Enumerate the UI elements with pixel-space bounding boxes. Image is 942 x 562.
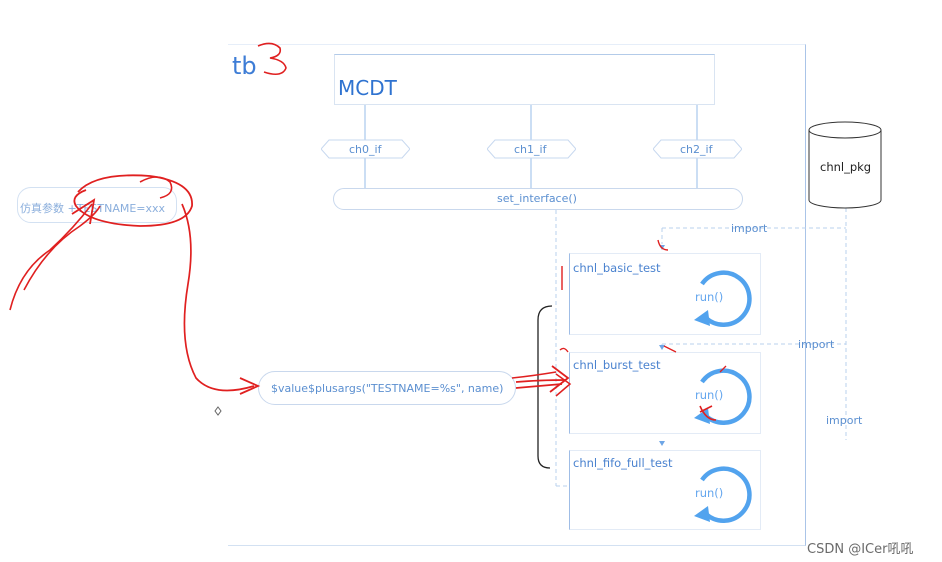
chnl-pkg-cylinder — [808, 121, 882, 209]
tb-label: tb — [232, 52, 257, 80]
ch0-if-arrow — [321, 139, 410, 159]
run-label-fifo-full: run() — [695, 486, 724, 500]
set-interface-block — [333, 188, 743, 210]
run-loop-icon-burst — [694, 368, 752, 425]
tb-frame — [228, 44, 806, 546]
import-label-3: import — [826, 414, 863, 427]
tests-bracket — [537, 305, 553, 469]
ch1-if-arrow — [487, 139, 576, 159]
plusargs-label: $value$plusargs("TESTNAME=%s", name) — [271, 382, 504, 395]
chnl-pkg-label: chnl_pkg — [820, 160, 872, 174]
run-loop-icon-fifo-full — [694, 466, 752, 523]
ch2-if-label: ch2_if — [680, 143, 713, 156]
import-label-1: import — [731, 222, 768, 235]
test-label-fifo-full: chnl_fifo_full_test — [573, 456, 673, 470]
test-box-fifo-full — [569, 450, 761, 530]
watermark: CSDN @ICer吼吼 — [807, 542, 914, 557]
plusargs-block — [258, 371, 516, 405]
ch2-if-arrow — [653, 139, 742, 159]
run-label-burst: run() — [695, 388, 724, 402]
import-label-2: import — [798, 338, 835, 351]
sim-args-block — [17, 187, 177, 223]
test-label-burst: chnl_burst_test — [573, 358, 661, 372]
mcdt-block — [334, 54, 715, 105]
run-loop-icon-basic — [694, 270, 752, 327]
test-box-basic — [569, 253, 761, 335]
set-interface-label: set_interface() — [497, 192, 577, 205]
ch0-if-label: ch0_if — [349, 143, 382, 156]
run-label-basic: run() — [695, 290, 724, 304]
test-label-basic: chnl_basic_test — [573, 261, 661, 275]
ch1-if-label: ch1_if — [514, 143, 547, 156]
mcdt-label: MCDT — [338, 76, 397, 100]
